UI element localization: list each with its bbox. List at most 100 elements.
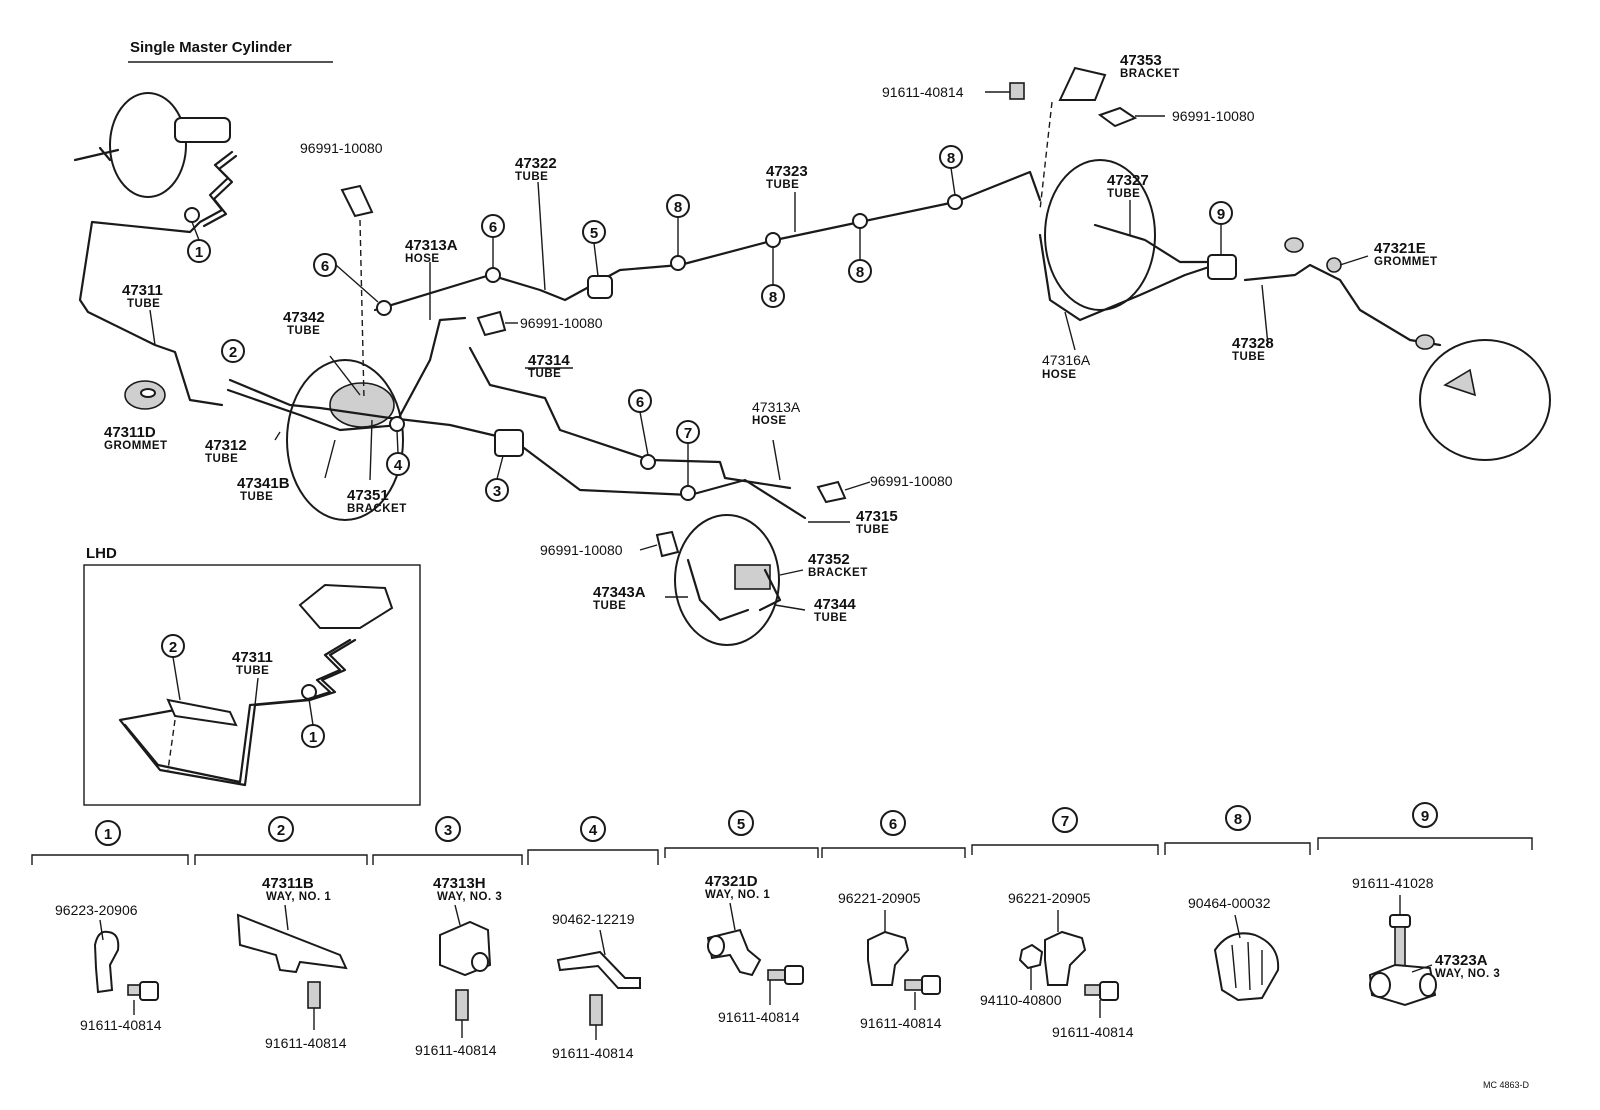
clip-96991-a <box>340 184 374 218</box>
marker-6c: 6 <box>628 389 652 413</box>
svg-text:9: 9 <box>1217 206 1225 223</box>
group-6-number: 6 <box>880 810 906 836</box>
svg-text:TUBE: TUBE <box>814 612 847 624</box>
clip-5 <box>587 275 613 299</box>
marker-5: 5 <box>582 220 606 244</box>
svg-text:47327: 47327 <box>1107 172 1149 189</box>
svg-text:TUBE: TUBE <box>515 171 548 183</box>
group-numbers: 1 2 3 4 5 6 7 8 9 <box>95 802 1438 846</box>
svg-text:8: 8 <box>769 289 777 306</box>
group-6: 96221-20905 91611-40814 <box>838 890 942 1031</box>
svg-text:47311: 47311 <box>232 649 273 666</box>
group-3-number: 3 <box>435 816 461 842</box>
rear-drum-far <box>1419 339 1551 461</box>
tube-47314 <box>468 346 792 490</box>
svg-text:47328: 47328 <box>1232 335 1274 352</box>
tube-47311 <box>78 150 234 407</box>
svg-text:4: 4 <box>589 822 598 839</box>
svg-text:GROMMET: GROMMET <box>104 440 168 452</box>
leader-clip-a <box>359 219 365 401</box>
inset-title: LHD <box>86 545 117 562</box>
svg-text:5: 5 <box>590 225 598 242</box>
marker-7: 7 <box>676 420 700 444</box>
svg-text:8: 8 <box>1234 811 1242 828</box>
svg-text:6: 6 <box>489 219 497 236</box>
svg-text:TUBE: TUBE <box>1232 351 1265 363</box>
svg-text:9: 9 <box>1421 808 1429 825</box>
svg-text:96221-20905: 96221-20905 <box>838 890 921 906</box>
group-8-number: 8 <box>1225 805 1251 831</box>
diagram-title: Single Master Cylinder <box>130 39 292 56</box>
leader-lines <box>149 91 1369 611</box>
svg-text:3: 3 <box>493 483 501 500</box>
svg-text:91611-40814: 91611-40814 <box>80 1017 162 1033</box>
grommet-47321e <box>1326 257 1342 273</box>
svg-text:TUBE: TUBE <box>287 325 320 337</box>
marker-6b: 6 <box>481 214 505 238</box>
group-4: 90462-12219 91611-40814 <box>552 911 641 1061</box>
brake-booster <box>73 92 231 198</box>
grommet-47311d <box>124 380 166 410</box>
svg-text:47311D: 47311D <box>104 424 156 441</box>
marker-8b: 8 <box>761 284 785 308</box>
svg-text:47341B: 47341B <box>237 475 290 492</box>
footer-code: MC 4863-D <box>1483 1080 1530 1090</box>
clip-96991-b <box>476 310 507 337</box>
svg-text:TUBE: TUBE <box>127 298 160 310</box>
svg-text:8: 8 <box>856 264 864 281</box>
svg-text:47321E: 47321E <box>1374 240 1426 257</box>
group-9: 91611-41028 47323A WAY, NO. 3 <box>1352 875 1500 1007</box>
svg-text:BRACKET: BRACKET <box>347 503 407 515</box>
svg-text:TUBE: TUBE <box>1107 188 1140 200</box>
group-3: 47313H WAY, NO. 3 91611-40814 <box>415 875 502 1058</box>
svg-text:47311: 47311 <box>122 282 163 299</box>
group-7: 96221-20905 94110-40800 91611-40814 <box>980 890 1134 1040</box>
svg-text:6: 6 <box>889 816 897 833</box>
way-junction-9 <box>1207 254 1237 280</box>
svg-text:1: 1 <box>104 826 112 843</box>
svg-text:2: 2 <box>277 822 285 839</box>
leader-47353 <box>1039 101 1053 211</box>
svg-text:1: 1 <box>309 729 317 746</box>
grommet-small-2 <box>1415 334 1435 350</box>
svg-text:7: 7 <box>1061 813 1069 830</box>
group-8: 90464-00032 <box>1188 895 1280 1002</box>
clip-96991-c <box>1097 106 1138 128</box>
svg-text:TUBE: TUBE <box>766 179 799 191</box>
bracket-47353 <box>1058 66 1107 101</box>
callouts: 47311 TUBE 47311D GROMMET 4 7 3 1 2 TUBE 473… <box>104 52 1437 624</box>
svg-text:8: 8 <box>947 150 955 167</box>
svg-text:WAY, NO. 1: WAY, NO. 1 <box>705 889 770 901</box>
svg-text:47316A: 47316A <box>1042 352 1091 368</box>
marker-2: 2 <box>221 339 245 363</box>
clip-96991-e <box>655 530 680 558</box>
svg-text:HOSE: HOSE <box>1042 369 1077 381</box>
svg-text:91611-40814: 91611-40814 <box>415 1042 497 1058</box>
svg-text:TUBE: TUBE <box>240 491 273 503</box>
svg-text:47313A: 47313A <box>752 399 801 415</box>
svg-text:90462-12219: 90462-12219 <box>552 911 635 927</box>
svg-text:96991-10080: 96991-10080 <box>870 473 953 489</box>
svg-text:TUBE: TUBE <box>528 368 561 380</box>
svg-text:91611-40814: 91611-40814 <box>860 1015 942 1031</box>
hose-47313a-top <box>393 316 467 427</box>
svg-text:HOSE: HOSE <box>405 253 440 265</box>
svg-text:TUBE: TUBE <box>593 600 626 612</box>
group-1-number: 1 <box>95 820 121 846</box>
svg-text:96991-10080: 96991-10080 <box>1172 108 1255 124</box>
svg-text:96991-10080: 96991-10080 <box>520 315 603 331</box>
svg-text:47315: 47315 <box>856 508 898 525</box>
svg-text:7: 7 <box>684 425 692 442</box>
tube-47327 <box>1093 223 1217 264</box>
svg-text:4: 4 <box>394 457 403 474</box>
svg-text:91611-40814: 91611-40814 <box>882 84 964 100</box>
svg-text:91611-40814: 91611-40814 <box>265 1035 347 1051</box>
svg-text:BRACKET: BRACKET <box>1120 68 1180 80</box>
svg-text:TUBE: TUBE <box>236 665 269 677</box>
svg-text:WAY, NO. 3: WAY, NO. 3 <box>437 891 502 903</box>
marker-6a: 6 <box>313 253 337 277</box>
svg-text:1: 1 <box>195 244 203 261</box>
tube-47315 <box>518 443 807 520</box>
group-7-number: 7 <box>1052 807 1078 833</box>
marker-4: 4 <box>386 452 410 476</box>
